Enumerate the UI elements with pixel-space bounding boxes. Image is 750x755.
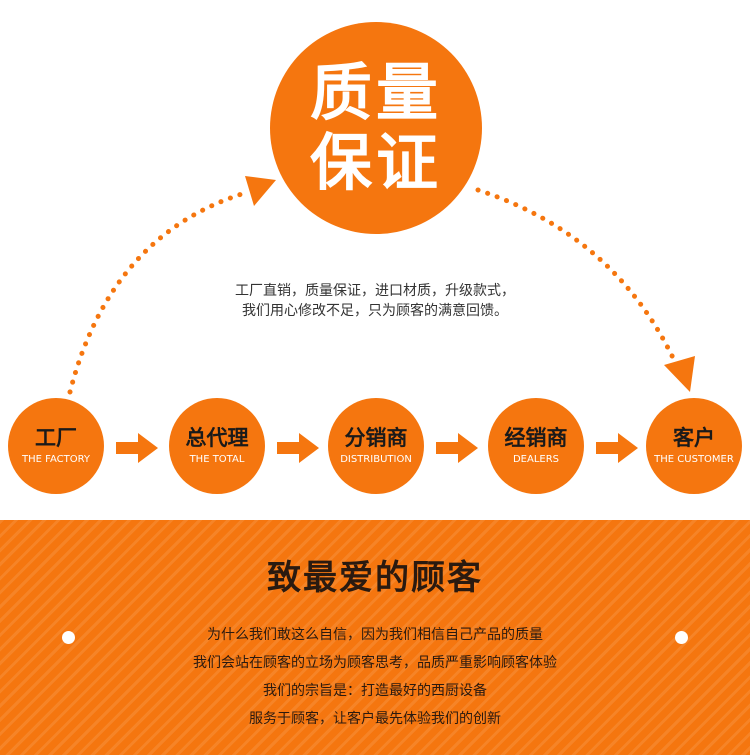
flow-node-en: THE CUSTOMER [654,454,734,465]
flow-node-en: DEALERS [512,454,560,465]
flow-node-cn: 工厂 [35,426,77,450]
flow-node-distribution: 分销商 DISTRIBUTION [328,398,424,494]
flow-arrow-icon [277,433,319,463]
flow-node-cn: 客户 [673,426,715,450]
flow-node-cn: 经销商 [504,426,568,450]
flow-node-cn: 总代理 [185,426,249,450]
flow-node-cn: 分销商 [344,426,408,450]
banner-line-4: 服务于顾客，让客户最先体验我们的创新 [249,711,501,727]
flow-node-en: THE FACTORY [21,454,90,465]
customer-message-banner: 致最爱的顾客 为什么我们敢这么自信，因为我们相信自己产品的质量 我们会站在顾客的… [0,520,750,755]
quality-line-1: 质量 [309,56,442,129]
description-line-1: 工厂直销，质量保证，进口材质，升级款式， [235,283,515,299]
flow-node-dealers: 经销商 DEALERS [488,398,584,494]
dotted-arc-arrows [67,176,695,395]
right-dotted-arc [475,187,678,365]
flow-node-factory: 工厂 THE FACTORY [8,398,104,494]
quality-flow-section: 质量 保证 工厂直销，质量保证，进口材质，升级款式， 我们用心修改不足，只为顾客… [8,22,742,494]
flow-arrow-icon [116,433,158,463]
banner-line-1: 为什么我们敢这么自信，因为我们相信自己产品的质量 [207,627,543,643]
right-dot-icon [675,631,688,644]
left-dotted-arc [67,190,248,395]
flow-node-customer: 客户 THE CUSTOMER [646,398,742,494]
quality-guarantee-circle: 质量 保证 [270,22,482,234]
right-arc-arrowhead [664,356,695,392]
flow-arrow-icon [436,433,478,463]
flow-arrow-icon [596,433,638,463]
flow-node-total: 总代理 THE TOTAL [169,398,265,494]
flow-node-en: DISTRIBUTION [340,454,412,465]
banner-line-3: 我们的宗旨是：打造最好的西厨设备 [263,683,487,699]
banner-title: 致最爱的顾客 [267,558,483,598]
description-line-2: 我们用心修改不足，只为顾客的满意回馈。 [242,303,508,319]
flow-node-en: THE TOTAL [189,454,245,465]
left-arc-arrowhead [245,176,276,206]
quality-line-2: 保证 [309,126,442,199]
left-dot-icon [62,631,75,644]
banner-line-2: 我们会站在顾客的立场为顾客思考，品质严重影响顾客体验 [193,655,557,671]
